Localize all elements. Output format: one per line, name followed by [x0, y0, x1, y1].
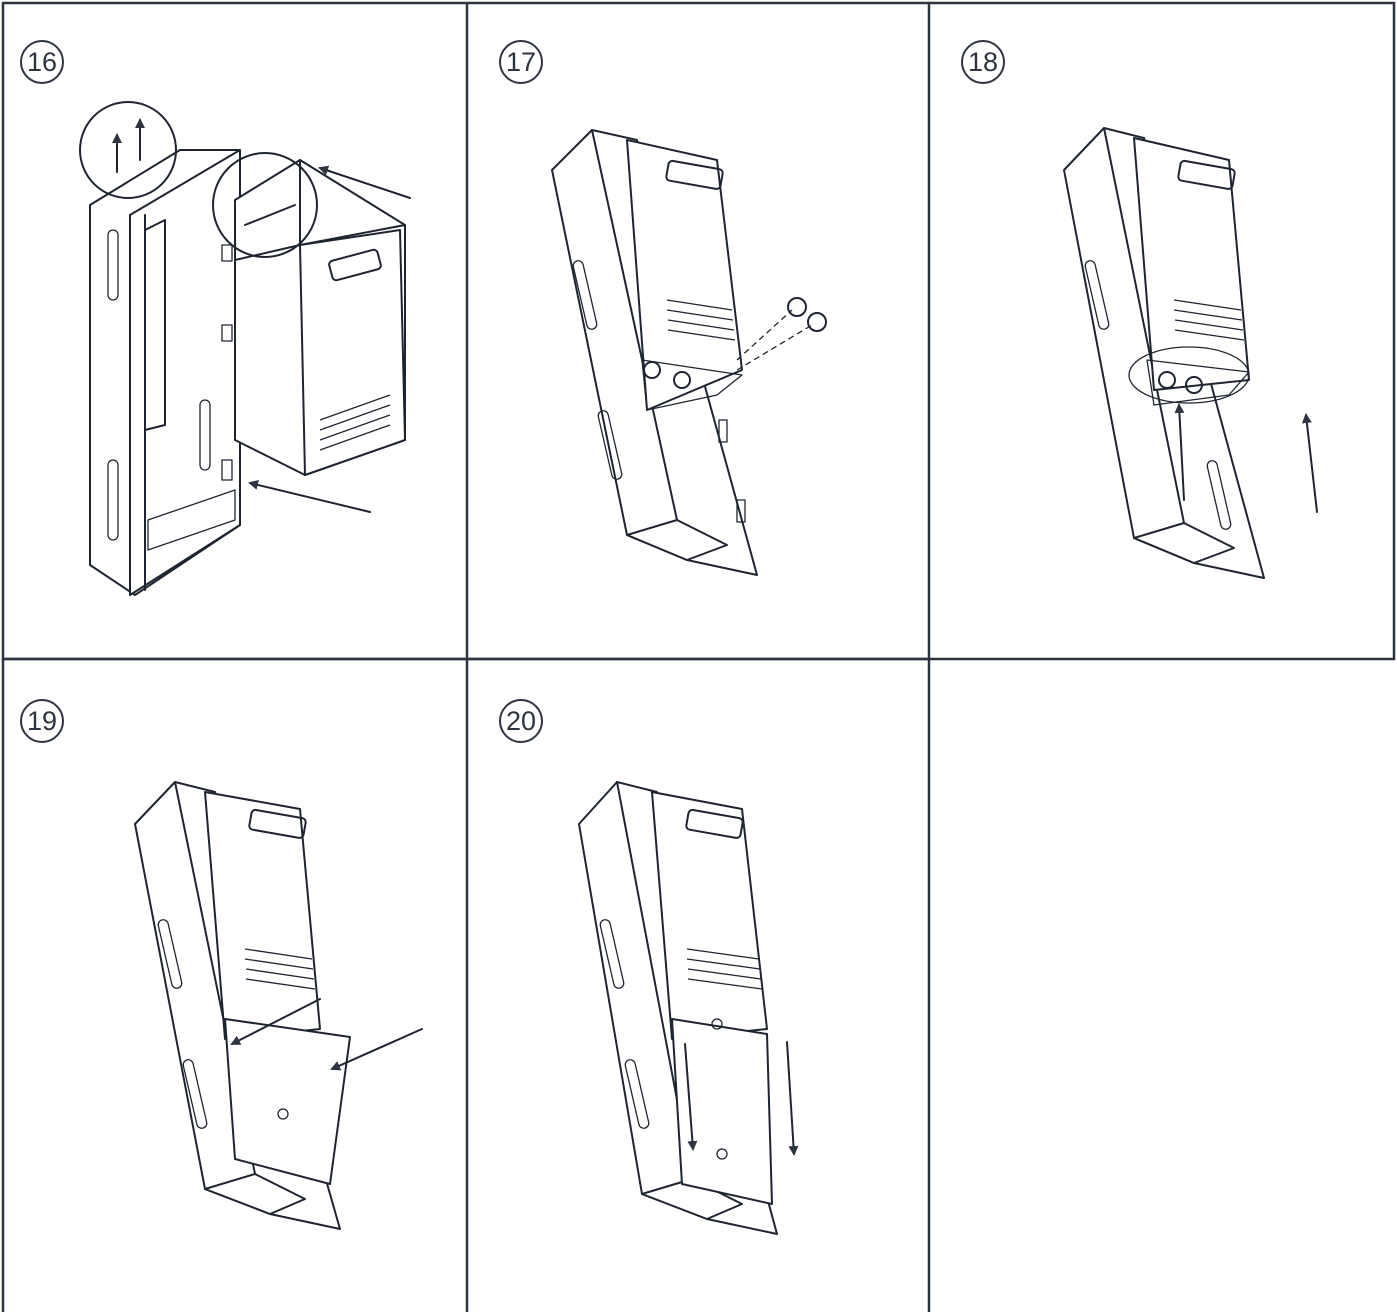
arrow-up-icon	[1301, 413, 1318, 513]
vent-grille-icon	[1173, 299, 1245, 341]
step-17-panel: 17	[467, 0, 929, 659]
pipe-fitting-icon	[643, 361, 661, 379]
arrow-up-icon	[1174, 403, 1185, 501]
step-18-illustration	[1063, 127, 1318, 579]
arrow-down-icon	[786, 1041, 799, 1156]
arrow-into-box-icon	[330, 1028, 423, 1071]
step-20-illustration	[578, 781, 799, 1235]
step-18-panel: 18	[929, 0, 1397, 659]
vent-grille-icon	[319, 394, 391, 451]
vent-grille-icon	[244, 948, 316, 990]
pipe-fitting-icon	[1158, 371, 1176, 389]
vent-grille-icon	[666, 299, 736, 341]
pipe-fitting-icon	[1185, 376, 1203, 394]
step-number-badge: 20	[499, 699, 543, 743]
step-number-badge: 18	[961, 40, 1005, 84]
arrow-down-icon	[684, 1043, 698, 1151]
screw-icon	[787, 297, 807, 317]
vent-grille-icon	[686, 948, 763, 990]
step-19-panel: 19	[0, 659, 467, 1312]
arrow-into-box-icon	[318, 165, 411, 199]
step-19-illustration	[134, 781, 423, 1230]
step-number-badge: 17	[499, 40, 543, 84]
screw-icon	[807, 312, 827, 332]
arrow-into-box-icon	[230, 998, 321, 1045]
pipe-fitting-icon	[673, 371, 691, 389]
step-17-illustration	[551, 129, 827, 576]
arrow-into-box-icon	[248, 480, 371, 513]
step-number-badge: 16	[20, 40, 64, 84]
step-16-illustration	[79, 101, 411, 596]
step-number-badge: 19	[20, 699, 64, 743]
step-16-panel: 16	[0, 0, 467, 659]
step-20-panel: 20	[467, 659, 929, 1312]
